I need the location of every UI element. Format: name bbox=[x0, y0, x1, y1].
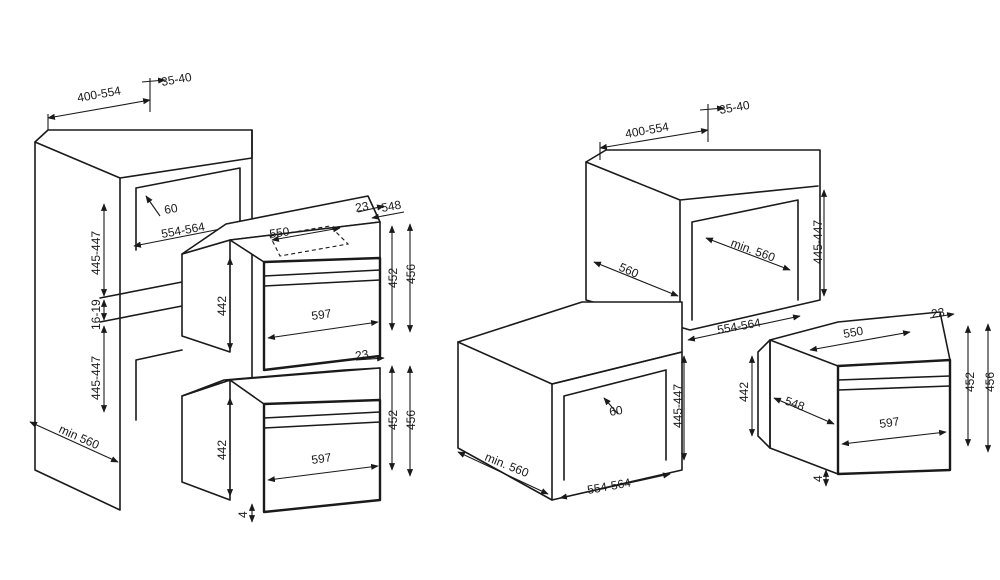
label-depth-top: 35-40 bbox=[160, 70, 193, 89]
right-label-lower-height: 445-447 bbox=[671, 384, 685, 428]
appliance-label-d4: 4 bbox=[811, 475, 825, 482]
lower-label-w597: 597 bbox=[310, 450, 332, 467]
upper-label-d548: 548 bbox=[380, 198, 402, 215]
lower-label-h452: 452 bbox=[386, 410, 400, 430]
label-height-lower: 445-447 bbox=[89, 356, 103, 400]
label-width-inner: 554-564 bbox=[160, 219, 206, 240]
label-gap: 16-19 bbox=[89, 299, 103, 330]
divider-shelf bbox=[99, 281, 183, 323]
lower-oven: 442 597 23 452 456 4 bbox=[181, 347, 418, 523]
upper-label-d550: 550 bbox=[268, 224, 290, 241]
lower-label-d23: 23 bbox=[354, 347, 370, 363]
right-label-lower-width: 554-564 bbox=[586, 475, 632, 496]
wall-niche bbox=[691, 199, 799, 321]
upper-label-h452: 452 bbox=[386, 268, 400, 288]
upper-label-h442: 442 bbox=[215, 296, 229, 316]
appliance-label-h452: 452 bbox=[963, 372, 977, 392]
appliance-label-d23: 23 bbox=[930, 305, 946, 321]
right-appliance: 550 23 442 548 597 452 456 4 bbox=[737, 305, 997, 487]
lower-label-d4: 4 bbox=[236, 511, 250, 518]
label-width-top: 400-554 bbox=[76, 83, 122, 104]
right-label-upper-height: 445-447 bbox=[811, 220, 825, 264]
lower-oven-front bbox=[262, 398, 382, 514]
appliance-label-d548: 548 bbox=[783, 394, 807, 414]
appliance-label-h442: 442 bbox=[737, 382, 751, 402]
right-label-depth-top: 35-40 bbox=[718, 98, 751, 117]
appliance-label-d550: 550 bbox=[842, 324, 864, 341]
appliance-side bbox=[757, 339, 771, 449]
lower-niche bbox=[135, 349, 183, 421]
appliance-top bbox=[769, 311, 951, 367]
appliance-label-w597: 597 bbox=[878, 414, 900, 431]
upper-label-d23: 23 bbox=[354, 199, 370, 215]
base-cabinet bbox=[457, 301, 683, 385]
lower-label-h456: 456 bbox=[404, 410, 418, 430]
left-column-unit: 400-554 35-40 60 554-564 445-447 16-19 4… bbox=[29, 70, 418, 523]
appliance-label-h456: 456 bbox=[983, 372, 997, 392]
upper-label-h456: 456 bbox=[404, 264, 418, 284]
base-niche bbox=[563, 369, 667, 481]
upper-label-w597: 597 bbox=[310, 306, 332, 323]
right-installation: 400-554 35-40 560 min. 560 445-447 554-5… bbox=[457, 98, 997, 501]
label-depth-60: 60 bbox=[163, 201, 179, 217]
lower-label-h442: 442 bbox=[215, 440, 229, 460]
right-label-lower-60: 60 bbox=[608, 403, 624, 419]
label-height-upper: 445-447 bbox=[89, 231, 103, 275]
column-cabinet-outline bbox=[34, 141, 121, 511]
upper-oven: 442 597 550 23 548 452 456 bbox=[181, 195, 418, 372]
